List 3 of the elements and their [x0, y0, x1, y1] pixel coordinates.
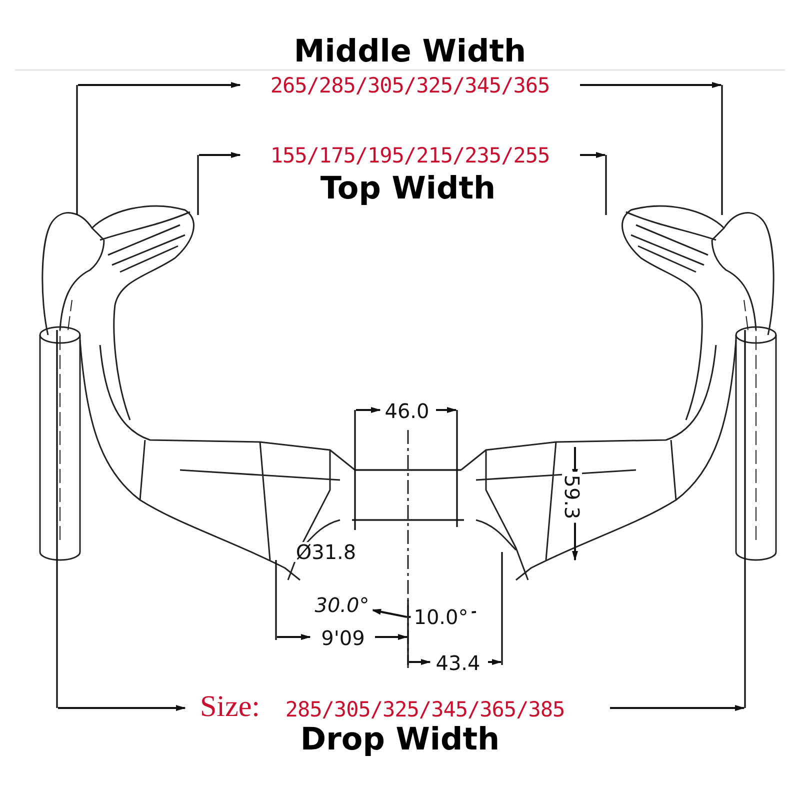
angle-value: 10.0° — [410, 607, 472, 627]
dimension-value: 59.3 — [562, 472, 582, 522]
angle-value: 30.0° — [312, 595, 372, 615]
